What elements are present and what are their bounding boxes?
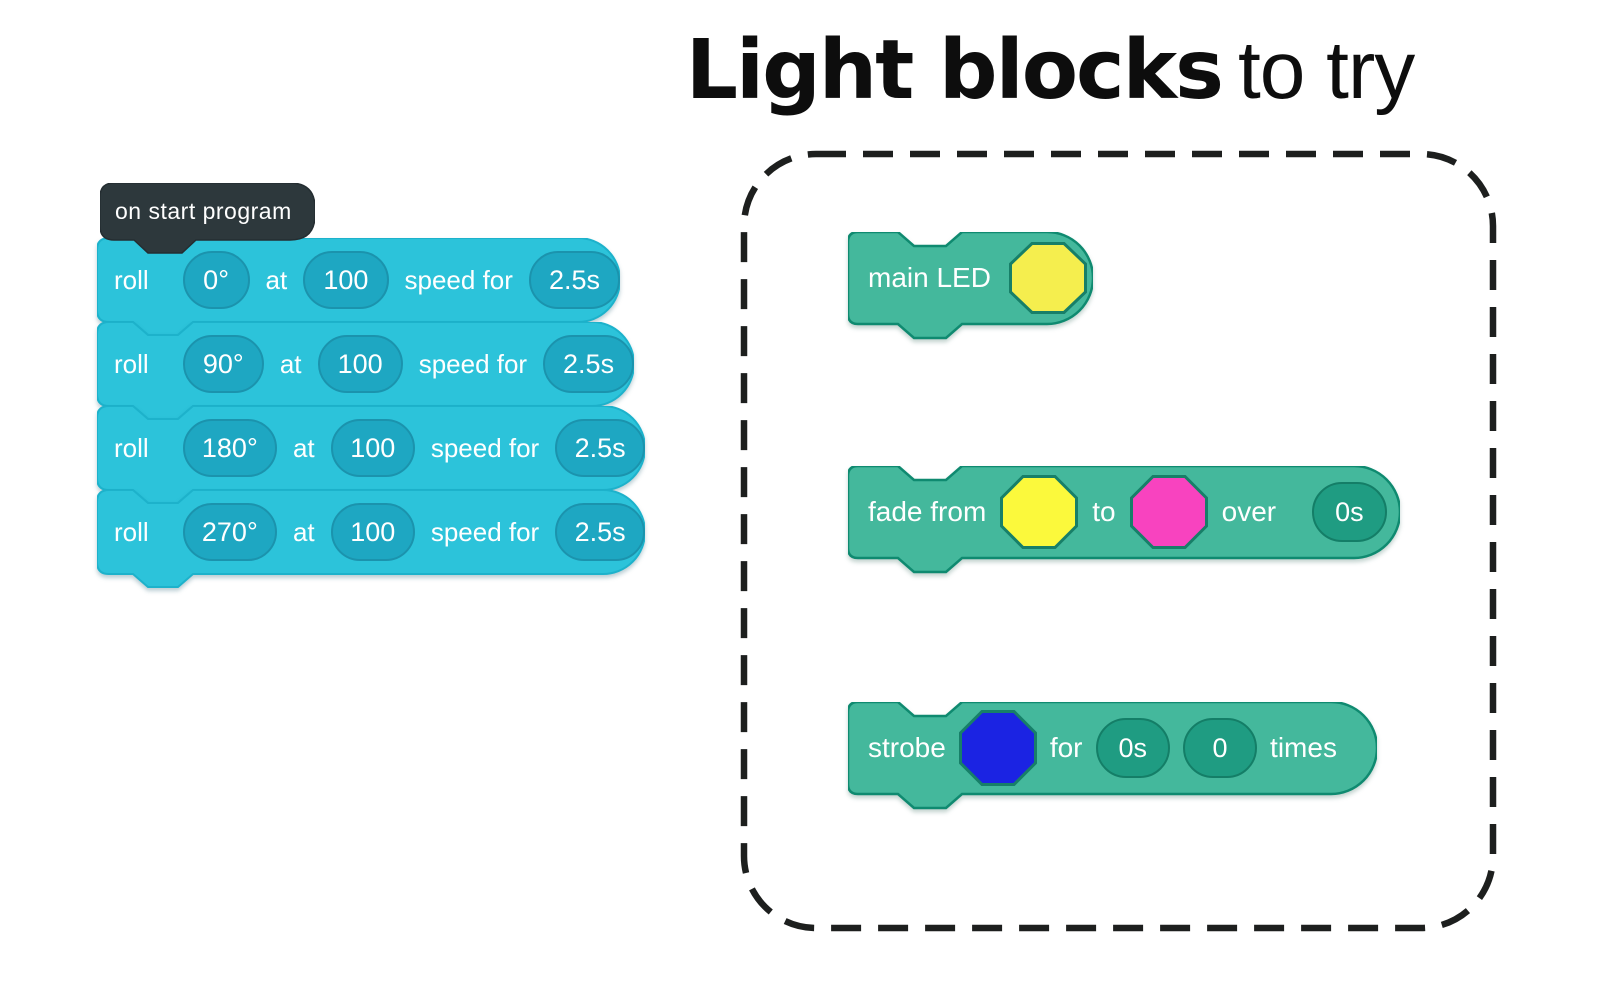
roll-block-2[interactable]: roll 180° at 100 speed for 2.5s (97, 406, 645, 506)
at-label: at (265, 264, 288, 295)
roll-heading-pill[interactable]: 0° (182, 251, 250, 309)
roll-heading-pill[interactable]: 180° (182, 419, 277, 477)
at-label: at (279, 348, 302, 379)
fade-block-shape (848, 466, 1400, 574)
speed-for-label: speed for (430, 432, 540, 463)
fade-block[interactable]: fade from to over 0s (848, 466, 1400, 575)
strobe-for-label: for (1049, 732, 1083, 763)
roll-label: roll (114, 264, 149, 295)
roll-label: roll (114, 432, 149, 463)
speed-for-label: speed for (404, 264, 513, 295)
roll-speed-pill[interactable]: 100 (303, 251, 389, 309)
strobe-count-pill[interactable]: 0 (1183, 718, 1258, 778)
fade-from-label: fade from (868, 496, 987, 527)
panel-dashed-border (740, 150, 1497, 932)
roll-label: roll (114, 516, 149, 547)
roll-duration-pill[interactable]: 2.5s (555, 419, 645, 477)
speed-for-label: speed for (430, 516, 540, 547)
roll-heading-pill[interactable]: 270° (182, 503, 277, 561)
roll-duration-pill[interactable]: 2.5s (555, 503, 645, 561)
light-blocks-panel (740, 150, 1497, 937)
fade-duration-pill[interactable]: 0s (1312, 482, 1387, 542)
roll-speed-pill[interactable]: 100 (330, 503, 415, 561)
main-led-label: main LED (868, 262, 991, 293)
fade-over-label: over (1221, 496, 1277, 527)
strobe-block[interactable]: strobe for 0s 0 times (848, 702, 1377, 811)
roll-block-1[interactable]: roll 90° at 100 speed for 2.5s (97, 322, 635, 422)
roll-label: roll (114, 348, 149, 379)
roll-speed-pill[interactable]: 100 (330, 419, 415, 477)
strobe-times-label: times (1270, 732, 1337, 763)
event-block-shape (100, 183, 315, 254)
fade-to-label: to (1092, 496, 1116, 527)
page-title-rest: to try (1238, 25, 1415, 116)
speed-for-label: speed for (418, 348, 528, 379)
page-title-emphasis: Light blocks (685, 23, 1224, 118)
strobe-color-swatch[interactable] (958, 710, 1037, 786)
main-led-color-swatch[interactable] (1008, 242, 1087, 314)
roll-speed-pill[interactable]: 100 (317, 335, 403, 393)
at-label: at (292, 516, 315, 547)
roll-heading-pill[interactable]: 90° (182, 335, 264, 393)
on-start-program-label: on start program (115, 198, 292, 224)
at-label: at (292, 432, 315, 463)
roll-duration-pill[interactable]: 2.5s (528, 251, 620, 309)
on-start-program-block[interactable]: on start program (100, 183, 315, 256)
strobe-duration-pill[interactable]: 0s (1095, 718, 1171, 778)
fade-from-color-swatch[interactable] (1000, 475, 1079, 549)
fade-to-color-swatch[interactable] (1129, 475, 1208, 549)
strobe-label: strobe (868, 732, 946, 763)
roll-block-3[interactable]: roll 270° at 100 speed for 2.5s (97, 490, 645, 590)
main-led-block[interactable]: main LED (848, 232, 1093, 341)
roll-block-0[interactable]: roll 0° at 100 speed for 2.5s (97, 238, 620, 338)
roll-duration-pill[interactable]: 2.5s (543, 335, 635, 393)
